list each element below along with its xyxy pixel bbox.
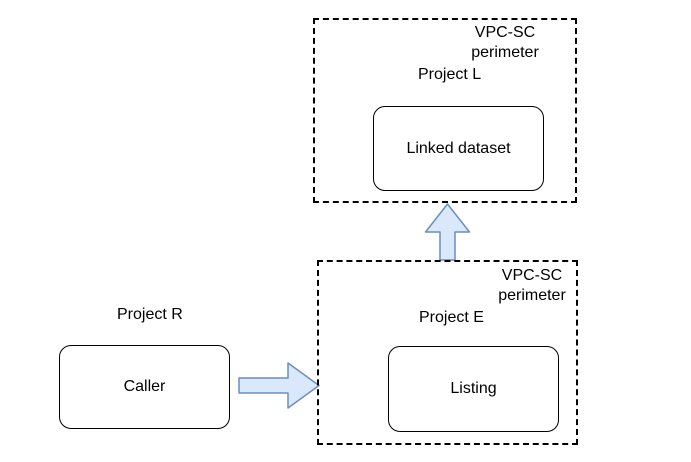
project-l-label: Project L	[418, 66, 482, 83]
caller-node: Caller	[59, 345, 230, 429]
vpc-sc-perimeter-label: VPC-SC perimeter	[471, 24, 539, 61]
vpc-sc-perimeter-box-project-l: VPC-SC perimeter Project L Linked datase…	[313, 18, 577, 203]
linked-dataset-label: Linked dataset	[406, 139, 511, 157]
arrow-right-caller-to-perimeter-e	[238, 362, 320, 409]
vpc-sc-perimeter-box-project-e: VPC-SC perimeter Project E Listing	[317, 260, 578, 445]
vpc-sc-perimeter-label: VPC-SC perimeter	[498, 267, 566, 304]
project-r-label: Project R	[117, 306, 183, 323]
project-e-label: Project E	[419, 309, 484, 326]
arrow-up-perimeter-e-to-perimeter-l	[424, 203, 471, 261]
listing-label: Listing	[450, 380, 497, 397]
caller-label: Caller	[123, 378, 166, 395]
linked-dataset-node: Linked dataset	[373, 106, 544, 191]
listing-node: Listing	[388, 346, 559, 432]
